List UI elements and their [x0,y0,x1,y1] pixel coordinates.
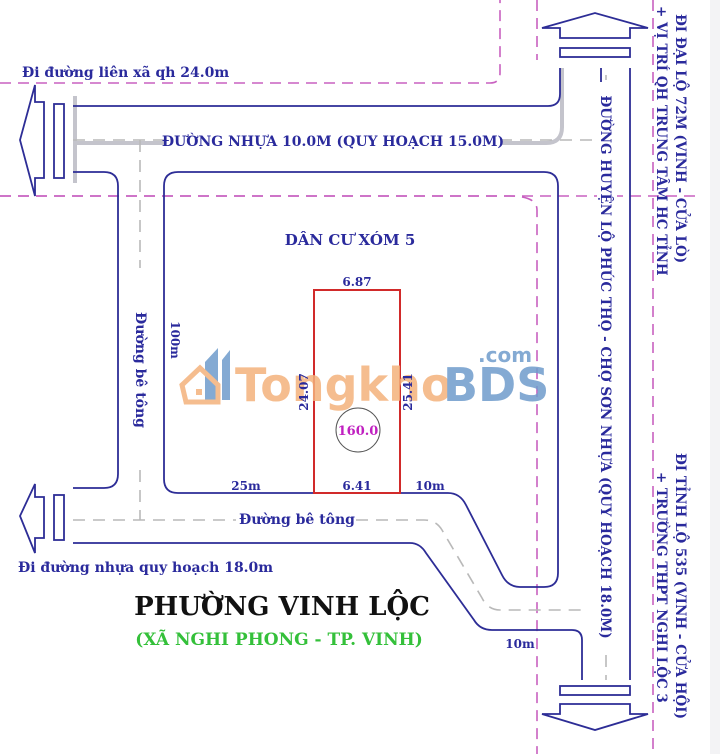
block-name: DÂN CƯ XÓM 5 [285,231,416,249]
road-shadows [73,68,564,183]
top-right-arrow-icon [541,12,649,58]
lot-left-side: 24.07 [297,373,311,411]
edge-strip [710,0,720,754]
road-outlines [73,68,631,680]
area-circle [335,407,381,453]
right-top-label-2: + VỊ TRÍ QH TRUNG TÂM HC TỈNH [653,6,671,276]
lot-right-side: 25.41 [401,373,415,411]
lot-right-distance: 10m [415,479,445,493]
right-top-label-1: ĐI ĐẠI LỘ 72M (VINH - CỬA LÒ) [672,14,690,263]
block-depth: 100m [168,321,182,359]
watermark-suffix: .com [478,343,532,367]
right-road-label: ĐƯỜNG HUYỆN LỘ PHÚC THỌ - CHỢ SƠN NHỰA (… [597,95,614,638]
corner-distance: 10m [505,637,535,651]
left-top-arrow-icon [19,84,65,197]
lot-area: 160.0 [338,424,379,439]
right-bottom-label-1: ĐI TỈNH LỘ 535 (VINH - CỬA HỘI) [672,453,690,719]
top-road-label: ĐƯỜNG NHỰA 10.0M (QUY HOẠCH 15.0M) [162,132,504,150]
left-road-label: Đường bê tông [132,312,148,428]
bottom-left-arrow-label: Đi đường nhựa quy hoạch 18.0m [18,560,273,576]
house-logo-icon [179,348,230,405]
top-left-arrow-label: Đi đường liên xã qh 24.0m [22,64,229,81]
ward-subtitle: (XÃ NGHI PHONG - TP. VINH) [135,628,423,650]
boundary-dashed-lines [0,0,700,754]
lot-left-distance: 25m [231,479,261,493]
land-lot[interactable] [313,289,401,494]
left-bottom-arrow-icon [19,483,65,554]
watermark-text-1: Tongkho [235,358,453,412]
watermark: Tongkho BDS .com [179,343,549,412]
lot-top-width: 6.87 [342,275,371,289]
bottom-road-label: Đường bê tông [239,512,355,528]
right-bottom-label-2: + TRƯỜNG THPT NGHI LỘC 3 [653,472,670,703]
ward-title: PHƯỜNG VINH LỘC [134,588,430,622]
lot-bottom-width: 6.41 [342,479,371,493]
watermark-text-2: BDS [443,358,549,412]
bottom-right-arrow-icon [541,685,649,731]
